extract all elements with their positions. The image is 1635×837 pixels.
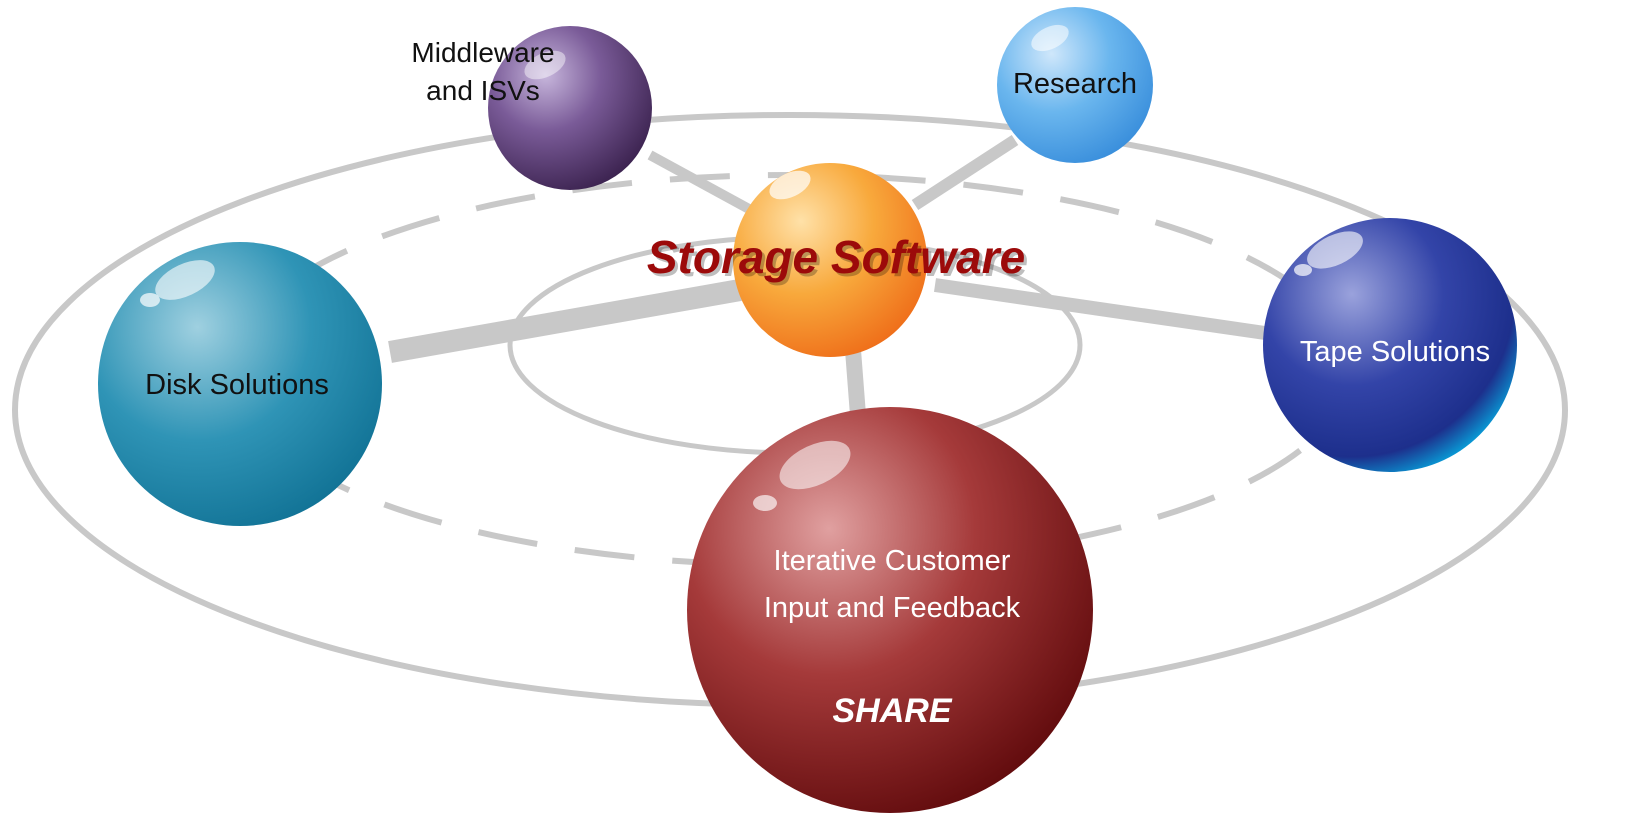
- tape-solutions-sphere: [1263, 218, 1517, 472]
- middleware-label-line2: and ISVs: [426, 75, 540, 106]
- share-highlight-small: [753, 495, 777, 511]
- storage-software-highlight: [769, 170, 811, 200]
- storage-software-title: Storage Software: [647, 231, 1025, 283]
- tape-solutions-highlight: [1307, 231, 1363, 269]
- spoke-middleware: [647, 150, 763, 220]
- tape-solutions-label: Tape Solutions: [1300, 336, 1490, 368]
- spoke-research: [911, 134, 1019, 211]
- disk-solutions-node: [98, 242, 382, 526]
- disk-solutions-highlight: [155, 260, 215, 300]
- storage-software-sphere: [733, 163, 927, 357]
- middleware-highlight: [524, 50, 566, 80]
- share-label-line2: Input and Feedback: [764, 592, 1021, 624]
- middleware-label-line1: Middleware: [411, 37, 554, 68]
- disk-solutions-sphere: [98, 242, 382, 526]
- spoke-disk: [388, 279, 742, 363]
- share-highlight: [779, 440, 851, 490]
- share-node: [687, 407, 1093, 813]
- tape-solutions-highlight-small: [1294, 264, 1312, 276]
- share-label-line1: Iterative Customer: [774, 545, 1011, 577]
- spoke-tape: [933, 278, 1267, 340]
- spoke-share: [845, 349, 866, 416]
- middleware-sphere: [488, 26, 652, 190]
- disk-solutions-label: Disk Solutions: [145, 369, 329, 401]
- research-highlight: [1031, 24, 1069, 52]
- share-tag: SHARE: [832, 692, 952, 730]
- tape-solutions-node: [1263, 218, 1517, 472]
- middleware-node: [488, 26, 652, 190]
- storage-software-title-shadow: Storage Software: [650, 234, 1028, 286]
- share-sphere: [687, 407, 1093, 813]
- research-node: [997, 7, 1153, 163]
- spokes: [388, 134, 1267, 416]
- storage-software-node: [733, 163, 927, 357]
- research-label: Research: [1013, 68, 1137, 100]
- disk-solutions-highlight-small: [140, 293, 160, 307]
